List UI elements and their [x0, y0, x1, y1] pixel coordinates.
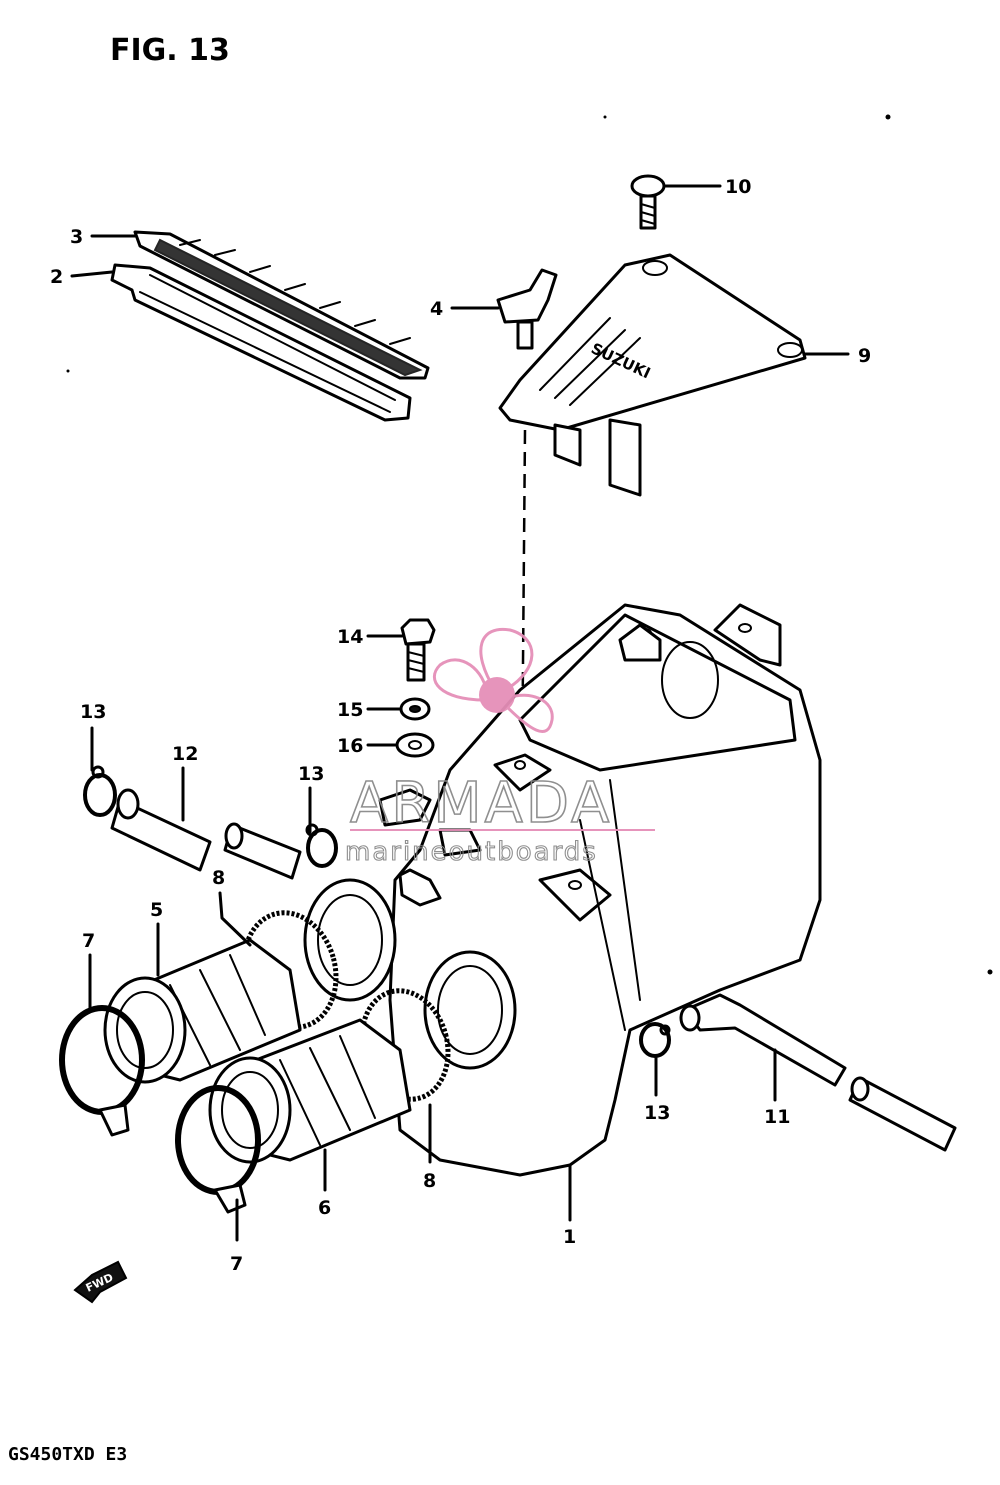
hose-clip-part-13-right [639, 1022, 671, 1058]
watermark-tagline: marineoutboards [345, 837, 598, 867]
model-code: GS450TXD E3 [8, 1444, 127, 1465]
callout-9: 9 [858, 345, 871, 367]
callout-4: 4 [430, 298, 443, 320]
callout-7-lower: 7 [230, 1253, 243, 1275]
callout-13-right: 13 [644, 1102, 670, 1124]
filter-screen-part-3 [133, 230, 430, 380]
callout-16: 16 [337, 735, 363, 757]
figure-title: FIG. 13 [110, 33, 230, 68]
callout-7-upper: 7 [82, 930, 95, 952]
bolt-part-14 [400, 618, 436, 682]
clamp-part-7-upper [59, 1005, 145, 1137]
callout-1: 1 [563, 1226, 576, 1248]
callout-3: 3 [70, 226, 83, 248]
callout-10: 10 [725, 176, 751, 198]
hose-clip-part-13-middle [305, 823, 338, 868]
callout-13-middle: 13 [298, 763, 324, 785]
filter-element-part-2 [110, 263, 412, 422]
propeller-logo-icon [433, 627, 554, 733]
drain-hose-part-11 [679, 993, 957, 1152]
watermark-brand: ARMADA [350, 771, 612, 836]
armada-watermark: ARMADA marineoutboards [344, 627, 655, 868]
callout-labels: 3 2 4 10 9 14 15 16 13 12 13 5 8 7 6 8 7… [50, 176, 871, 1275]
air-cleaner-cap-part-9: SUZUKI [498, 253, 807, 497]
wing-bolt-part-4 [496, 268, 558, 350]
callout-5: 5 [150, 899, 163, 921]
air-cleaner-case-part-1 [303, 603, 822, 1177]
leader-lines [70, 184, 850, 1242]
callout-8-lower: 8 [423, 1170, 436, 1192]
lock-washer-part-15 [399, 697, 431, 721]
callout-8-upper: 8 [212, 867, 225, 889]
callout-15: 15 [337, 699, 363, 721]
forward-direction-arrow: FWD [73, 1260, 128, 1304]
breather-hose-part-12 [110, 788, 302, 880]
screw-part-10 [630, 174, 666, 230]
callout-13-left: 13 [80, 701, 106, 723]
callout-6: 6 [318, 1197, 331, 1219]
callout-11: 11 [764, 1106, 790, 1128]
washer-part-16 [395, 732, 435, 758]
callout-2: 2 [50, 266, 63, 288]
callout-14: 14 [337, 626, 363, 648]
callout-12: 12 [172, 743, 198, 765]
hose-clip-part-13-left [83, 765, 117, 817]
